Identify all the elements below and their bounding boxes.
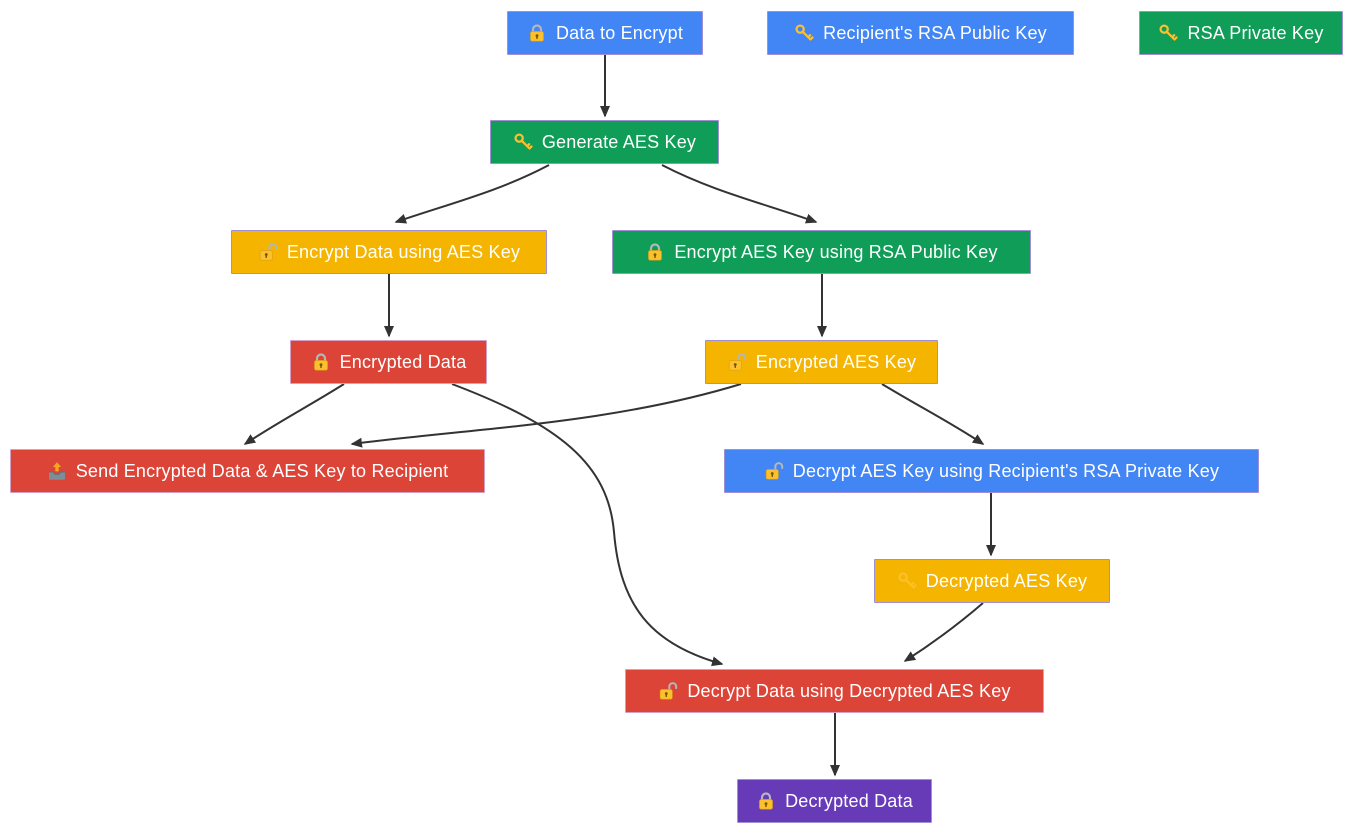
locked-padlock-icon (645, 242, 665, 262)
node-recipient-rsa-public-key: Recipient's RSA Public Key (767, 11, 1074, 55)
node-label: Decrypted AES Key (925, 570, 1088, 591)
edge-generate-aes-key--encrypt-data (394, 164, 550, 224)
node-label: Generate AES Key (541, 131, 697, 152)
node-label: Decrypt AES Key using Recipient's RSA Pr… (792, 460, 1220, 481)
node-encrypt-aes-key-using-rsa-public-key: Encrypt AES Key using RSA Public Key (612, 230, 1031, 274)
node-label: Encrypted AES Key (755, 351, 917, 372)
node-encrypted-data: Encrypted Data (290, 340, 487, 384)
locked-padlock-icon (756, 791, 776, 811)
node-encrypt-data-using-aes-key: Encrypt Data using AES Key (231, 230, 547, 274)
node-label: RSA Private Key (1187, 22, 1324, 43)
node-decrypt-aes-key: Decrypt AES Key using Recipient's RSA Pr… (724, 449, 1259, 493)
edge-encrypted-aes-key--send-to-recipient (350, 383, 742, 448)
unlocked-padlock-icon (658, 681, 678, 701)
key-icon (794, 23, 814, 43)
unlocked-padlock-icon (764, 461, 784, 481)
edge-encrypted-aes-key--decrypt-aes-key (881, 383, 985, 445)
edge-decrypted-aes-key--decrypt-data (903, 602, 984, 662)
node-decrypted-data: Decrypted Data (737, 779, 932, 823)
edge-generate-aes-key--encrypt-aes-key (661, 164, 818, 224)
node-label: Decrypt Data using Decrypted AES Key (687, 680, 1011, 701)
node-label: Encrypt AES Key using RSA Public Key (674, 241, 998, 262)
edge-encrypted-data--decrypt-data (451, 383, 724, 667)
unlocked-padlock-icon (258, 242, 278, 262)
locked-padlock-icon (311, 352, 331, 372)
key-icon (897, 571, 917, 591)
node-label: Encrypted Data (339, 351, 467, 372)
node-label: Recipient's RSA Public Key (823, 22, 1047, 43)
node-label: Data to Encrypt (555, 22, 684, 43)
key-icon (1158, 23, 1178, 43)
key-icon (513, 132, 533, 152)
node-label: Decrypted Data (785, 790, 913, 811)
node-rsa-private-key: RSA Private Key (1139, 11, 1343, 55)
node-data-to-encrypt: Data to Encrypt (507, 11, 703, 55)
node-decrypted-aes-key: Decrypted AES Key (874, 559, 1110, 603)
edge-encrypted-data--send-to-recipient (243, 383, 345, 445)
node-label: Encrypt Data using AES Key (286, 241, 521, 262)
node-decrypt-data: Decrypt Data using Decrypted AES Key (625, 669, 1044, 713)
outbox-tray-icon (47, 461, 67, 481)
node-encrypted-aes-key: Encrypted AES Key (705, 340, 938, 384)
locked-padlock-icon (527, 23, 547, 43)
unlocked-padlock-icon (727, 352, 747, 372)
node-label: Send Encrypted Data & AES Key to Recipie… (75, 460, 449, 481)
node-generate-aes-key: Generate AES Key (490, 120, 719, 164)
node-send-to-recipient: Send Encrypted Data & AES Key to Recipie… (10, 449, 485, 493)
